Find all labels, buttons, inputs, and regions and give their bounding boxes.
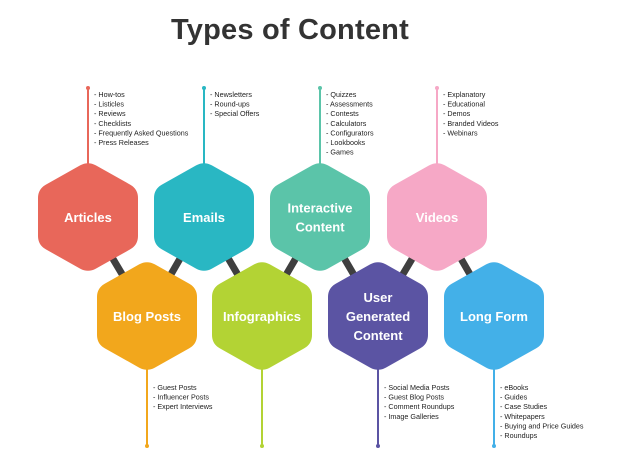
- list-item: - Calculators: [326, 119, 367, 128]
- articles-item-list: - How-tos- Listicles- Reviews- Checklist…: [94, 90, 189, 147]
- list-item: - Explanatory: [443, 90, 486, 99]
- list-item: - Quizzes: [326, 90, 357, 99]
- list-item: - Image Galleries: [384, 412, 439, 421]
- list-item: - Configurators: [326, 128, 374, 137]
- node-blog-posts: Blog Posts - Guest Posts- Influencer Post…: [97, 262, 213, 448]
- list-item: - Listicles: [94, 100, 124, 109]
- list-item: - Assessments: [326, 100, 373, 109]
- infographics-label: Infographics: [223, 309, 301, 324]
- long-form-item-list: - eBooks- Guides- Case Studies- Whitepap…: [500, 383, 584, 440]
- node-videos: Videos- Explanatory- Educational- Demos-…: [387, 86, 499, 271]
- list-item: - Reviews: [94, 109, 126, 118]
- user-generated-content-item-list: - Social Media Posts- Guest Blog Posts- …: [384, 383, 455, 421]
- emails-item-list: - Newsletters- Round-ups- Special Offers: [210, 90, 260, 118]
- user-generated-content-hexagon: [328, 262, 428, 370]
- long-form-hexagon: [444, 262, 544, 370]
- user-generated-content-label: Generated: [346, 309, 410, 324]
- interactive-content-label: Interactive: [287, 201, 352, 216]
- list-item: - Guest Posts: [153, 383, 197, 392]
- long-form-label: Long Form: [460, 309, 528, 324]
- user-generated-content-label: User: [364, 290, 393, 305]
- list-item: - Guides: [500, 393, 528, 402]
- list-item: - eBooks: [500, 383, 529, 392]
- interactive-content-hexagon: [270, 163, 370, 271]
- list-item: - Case Studies: [500, 402, 548, 411]
- list-item: - Demos: [443, 109, 471, 118]
- list-item: - Roundups: [500, 431, 538, 440]
- emails-hexagon: [154, 163, 254, 271]
- list-item: - Expert Interviews: [153, 402, 213, 411]
- interactive-content-item-list: - Quizzes- Assessments- Contests- Calcul…: [326, 90, 374, 157]
- list-item: - Educational: [443, 100, 485, 109]
- list-item: - Influencer Posts: [153, 393, 209, 402]
- infographics-hexagon: [212, 262, 312, 370]
- list-item: - How-tos: [94, 90, 125, 99]
- articles-stem-dot: [86, 86, 90, 90]
- page-title: Types of Content: [171, 14, 409, 46]
- list-item: - Whitepapers: [500, 412, 545, 421]
- infographics-stem-dot: [260, 444, 264, 448]
- list-item: - Special Offers: [210, 109, 260, 118]
- list-item: - Branded Videos: [443, 119, 499, 128]
- list-item: - Frequently Asked Questions: [94, 128, 189, 137]
- emails-label: Emails: [183, 210, 225, 225]
- node-infographics: Infographics: [212, 262, 312, 448]
- list-item: - Guest Blog Posts: [384, 393, 444, 402]
- list-item: - Newsletters: [210, 90, 252, 99]
- interactive-content-stem-dot: [318, 86, 322, 90]
- articles-hexagon: [38, 163, 138, 271]
- list-item: - Lookbooks: [326, 138, 366, 147]
- user-generated-content-label: Content: [353, 328, 403, 343]
- list-item: - Buying and Price Guides: [500, 421, 584, 430]
- videos-hexagon: [387, 163, 487, 271]
- node-long-form: Long Form- eBooks- Guides- Case Studies-…: [444, 262, 584, 448]
- emails-stem-dot: [202, 86, 206, 90]
- blog-posts-hexagon: [97, 262, 197, 370]
- list-item: - Comment Roundups: [384, 402, 455, 411]
- list-item: - Games: [326, 148, 354, 157]
- articles-label: Articles: [64, 210, 112, 225]
- videos-label: Videos: [416, 210, 458, 225]
- list-item: - Contests: [326, 109, 359, 118]
- list-item: - Social Media Posts: [384, 383, 450, 392]
- list-item: - Checklists: [94, 119, 132, 128]
- blog-posts-item-list: - Guest Posts- Influencer Posts- Expert …: [153, 383, 213, 411]
- list-item: - Press Releases: [94, 138, 149, 147]
- videos-item-list: - Explanatory- Educational- Demos- Brand…: [443, 90, 499, 137]
- node-articles: Articles - How-tos- Listicles- Reviews- C…: [38, 86, 189, 271]
- interactive-content-label: Content: [295, 220, 345, 235]
- blog-posts-label: Blog Posts: [113, 309, 181, 324]
- long-form-stem-dot: [492, 444, 496, 448]
- videos-stem-dot: [435, 86, 439, 90]
- user-generated-content-stem-dot: [376, 444, 380, 448]
- blog-posts-stem-dot: [145, 444, 149, 448]
- list-item: - Round-ups: [210, 100, 250, 109]
- node-emails: Emails - Newsletters- Round-ups- Special …: [154, 86, 260, 271]
- list-item: - Webinars: [443, 128, 478, 137]
